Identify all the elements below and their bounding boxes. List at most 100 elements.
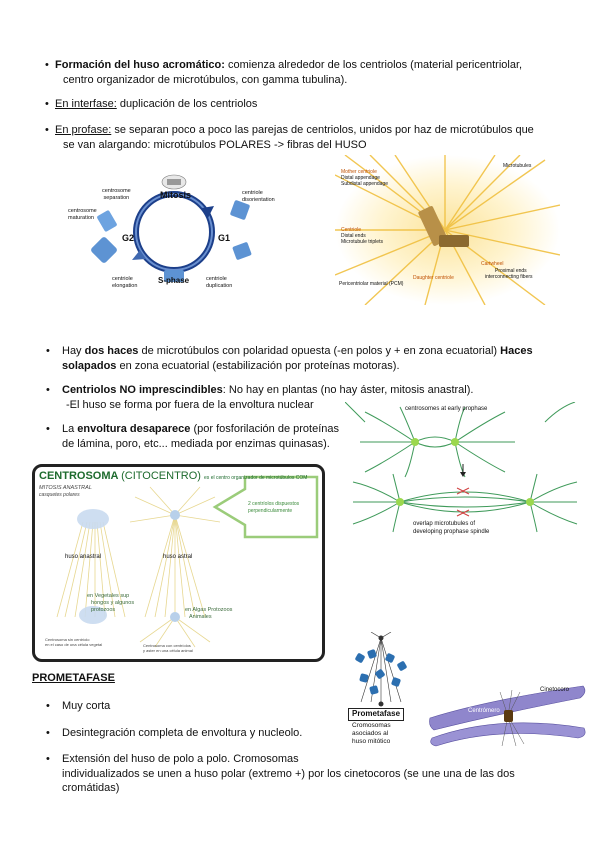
label-centrosome-separation: centrosome separation	[102, 188, 131, 201]
label-s-phase: S-phase	[158, 276, 190, 285]
foot-left-2: en el caso de una célula vegetal	[45, 642, 103, 647]
bullet-dot: •	[45, 59, 49, 71]
label-centriole-disorientation: centriole disorientation	[242, 190, 275, 203]
label-cartwheel: Cartwheel	[481, 261, 504, 267]
bullet-text: Desintegración completa de envoltura y n…	[62, 727, 303, 739]
bullet-text-mid: de microtúbulos con polaridad opuesta (-…	[138, 345, 501, 357]
centrosoma-title: CENTROSOMA (CITOCENTRO) es el centro org…	[39, 469, 307, 484]
label-centriole: Centriole	[341, 227, 362, 233]
centrosoma-box: CENTROSOMA (CITOCENTRO) es el centro org…	[32, 464, 325, 662]
prometafase-fig-label: Prometafase	[348, 708, 405, 721]
label-casquetes: casquetes polares	[39, 492, 80, 498]
prometafase-item-2: • Desintegración completa de envoltura y…	[46, 726, 352, 741]
prometafase-cell-figure: Prometafase Cromosomas asociados al huso…	[346, 632, 416, 750]
bullet-bold-envoltura: envoltura desaparece	[77, 423, 191, 435]
chrom-label-centromero: Centrómero	[468, 708, 500, 714]
arrow-text-2: perpendicularmente	[248, 508, 293, 514]
bullet-text-post: (por fosforilación de proteínas	[190, 423, 340, 435]
bullet-bold-solapados: solapados	[62, 359, 117, 372]
bullet-envoltura: • La envoltura desaparece (por fosforila…	[46, 422, 362, 451]
bullet-dot: •	[46, 384, 50, 396]
bullet-bold-haces: Haces	[500, 345, 533, 357]
label-centriole-duplication: centriole duplication	[206, 276, 233, 289]
bullet-text-line1: duplicación de los centriolos	[116, 98, 258, 110]
foot-right-1: Centrosoma con centríolos	[143, 643, 191, 648]
label-early-prophase: centrosomes at early prophase	[405, 406, 488, 412]
bullet-dot: •	[46, 423, 50, 435]
bullet-text-line2: -El huso se forma por fuera de la envolt…	[66, 398, 314, 411]
label-huso-anastral: huso anastral	[65, 554, 102, 560]
bullet-dot: •	[46, 727, 50, 739]
label-subdistal-appendage: Subdistal appendage	[341, 181, 388, 187]
caption-line-3: huso mitótico	[352, 737, 391, 745]
centrosome-cycle-figure: Mitosis centrosome separation centriole …	[62, 160, 282, 295]
label-mitosis-anastral: MITOSIS ANASTRAL	[39, 485, 92, 491]
prometafase-heading: PROMETAFASE	[32, 672, 115, 684]
centrosoma-title-rest: es el centro organizador de microtúbulos…	[204, 475, 308, 481]
prometafase-item-3: • Extensión del huso de polo a polo. Cro…	[46, 752, 582, 796]
label-g2: G2	[122, 233, 135, 243]
bullet-text-pre: Hay	[62, 345, 85, 357]
bullet-dot: •	[45, 124, 49, 136]
foot-left-1: Centrosoma sin centríolo	[45, 637, 90, 642]
bullet-dos-haces: • Hay dos haces de microtúbulos con pola…	[46, 344, 572, 373]
bullet-text-line2: centro organizador de microtúbulos, con …	[63, 73, 348, 86]
label-centrosome-maturation: centrosome maturation	[68, 208, 97, 221]
label-overlap-2: developing prophase spindle	[413, 529, 490, 535]
label-animals-1: en Algas Protozoos	[185, 607, 233, 613]
label-mother-centriole: Mother centriole	[341, 169, 377, 175]
centrosome-structure-figure: Microtubules Mother centriole Distal app…	[335, 155, 560, 305]
caption-line-2: asociados al	[352, 729, 389, 737]
bullet-dot: •	[46, 753, 50, 765]
bullet-text-post: en zona ecuatorial (estabilización por p…	[116, 359, 400, 372]
label-proximal-ends: Proximal ends	[495, 268, 527, 274]
cycle-title: Mitosis	[160, 190, 192, 200]
label-overlap-1: overlap microtubules of	[413, 521, 476, 527]
arrow-text-1: 2 centríolos dispuestos	[248, 501, 300, 507]
label-centriole-elongation: centriole elongation	[112, 276, 138, 289]
bullet-text-post: : No hay en plantas (no hay áster, mitos…	[222, 384, 474, 396]
label-g1: G1	[218, 233, 231, 243]
bullet-bold-dos-haces: dos haces	[84, 345, 139, 357]
bullet-text-line2: de lámina, poro, etc... mediada por enzi…	[62, 437, 330, 450]
foot-right-2: y aster en una célula animal	[143, 648, 193, 653]
bullet-text-line1: se separan poco a poco las parejas de ce…	[111, 124, 534, 136]
label-huso-astral: huso astral	[163, 554, 193, 560]
label-plants-1: en Vegetales sup	[87, 593, 130, 599]
bullet-text: Muy corta	[62, 700, 111, 712]
bullet-lead: Formación del huso acromático:	[55, 59, 225, 71]
label-animals-2: Animales	[189, 614, 212, 620]
bullet-text-pre: La	[62, 423, 78, 435]
chromosome-figure: Cinetocoro Centrómero	[428, 680, 588, 750]
bullet-bold-centriolos: Centriolos NO imprescindibles	[62, 384, 223, 396]
label-distal-appendage: Distal appendage	[341, 175, 380, 181]
bullet-text-line3: cromátidas)	[62, 782, 120, 795]
bullet-text-line1: Extensión del huso de polo a polo. Cromo…	[62, 753, 299, 765]
label-microtubules: Microtubules	[503, 163, 532, 169]
label-daughter-centriole: Daughter centriole	[413, 275, 454, 281]
bullet-text-line1: comienza alrededor de los centriolos (ma…	[224, 59, 523, 71]
caption-line-1: Cromosomas	[352, 722, 391, 729]
label-plants-2: hongos y algunos	[91, 600, 135, 606]
label-pcm: Pericentriolar material (PCM)	[339, 281, 404, 287]
label-interconnecting-fibers: interconnecting fibers	[485, 274, 533, 280]
bullet-dot: •	[45, 98, 49, 110]
bullet-formacion: • Formación del huso acromático: comienz…	[45, 58, 575, 87]
centrosoma-title-paren: (CITOCENTRO)	[121, 470, 201, 482]
bullet-interfase: • En interfase: duplicación de los centr…	[45, 97, 575, 112]
bullet-profase: • En profase: se separan poco a poco las…	[45, 123, 585, 152]
bullet-text-line2: se van alargando: microtúbulos POLARES -…	[63, 138, 367, 151]
centrosoma-title-main: CENTROSOMA	[39, 470, 119, 482]
label-distal-ends: Distal ends	[341, 233, 366, 239]
bullet-lead: En profase:	[55, 124, 112, 136]
prometafase-fig-caption: Cromosomas asociados al huso mitótico	[352, 722, 391, 745]
prophase-spindle-figure: centrosomes at early prophase overlap mi…	[345, 402, 583, 540]
prometafase-item-1: • Muy corta	[46, 699, 332, 714]
chrom-label-cinetocoro: Cinetocoro	[540, 687, 570, 693]
label-plants-3: protozoos	[91, 607, 116, 613]
bullet-text-line2: individualizados se unen a huso polar (e…	[62, 767, 515, 780]
bullet-centriolos: • Centriolos NO imprescindibles: No hay …	[46, 383, 572, 412]
bullet-dot: •	[46, 345, 50, 357]
bullet-dot: •	[46, 700, 50, 712]
bullet-lead: En interfase:	[55, 98, 117, 110]
